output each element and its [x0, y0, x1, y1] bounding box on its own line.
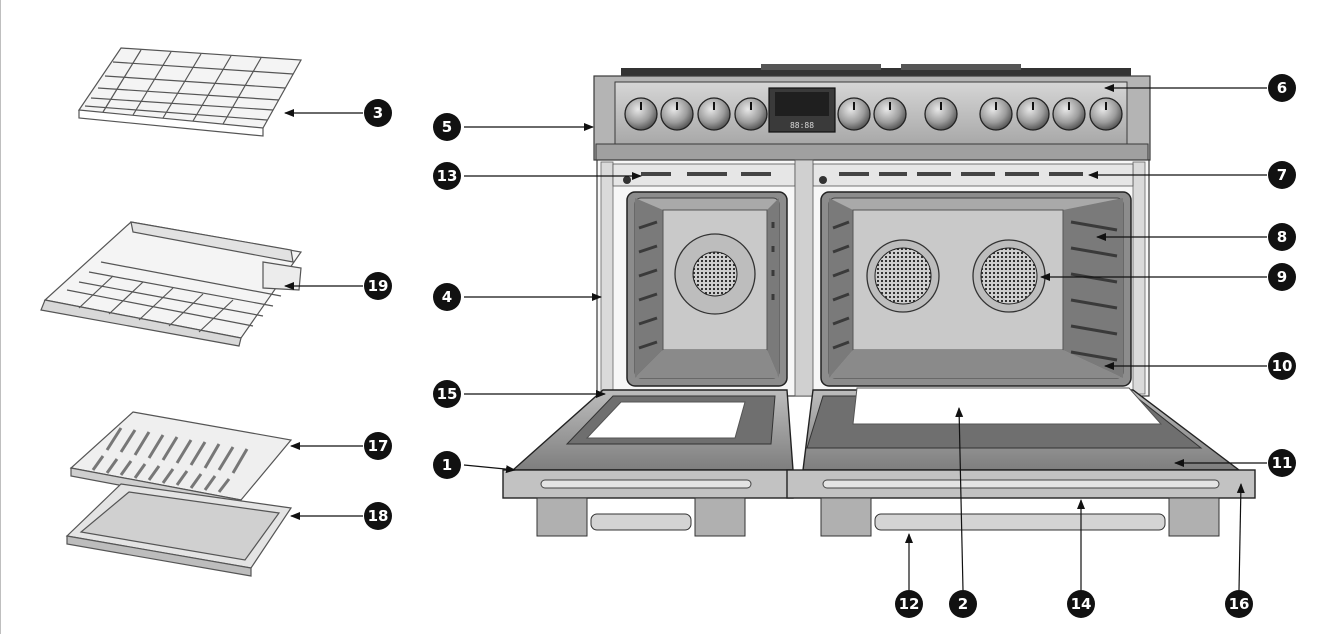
callout-number: 2 [958, 595, 968, 613]
extension-rack [40, 221, 303, 347]
control-knobs [624, 97, 1123, 131]
right-oven-door [786, 387, 1256, 537]
callout-4: 4 [433, 283, 461, 311]
knob-icon [624, 97, 658, 131]
callout-number: 11 [1272, 454, 1293, 472]
callout-14: 14 [1067, 590, 1095, 618]
callout-1: 1 [433, 451, 461, 479]
broil-pan-insert [69, 411, 293, 509]
knob-icon [660, 97, 694, 131]
display-readout: 88:88 [790, 121, 814, 130]
broil-pan [65, 483, 293, 577]
callout-number: 14 [1071, 595, 1092, 613]
leader-2 [955, 407, 964, 591]
callout-16: 16 [1225, 590, 1253, 618]
callout-13: 13 [433, 162, 461, 190]
callout-18: 18 [364, 502, 392, 530]
right-oven-cavity [820, 191, 1132, 387]
knob-icon [1016, 97, 1050, 131]
callout-11: 11 [1268, 449, 1296, 477]
callout-number: 6 [1277, 79, 1287, 97]
knob-icon [873, 97, 907, 131]
callout-number: 16 [1229, 595, 1250, 613]
left-oven-door [502, 389, 794, 537]
knob-icon [697, 97, 731, 131]
callout-3: 3 [364, 99, 392, 127]
knob-icon [734, 97, 768, 131]
callout-number: 15 [437, 385, 458, 403]
left-fan-icon [692, 251, 738, 297]
callout-number: 19 [368, 277, 389, 295]
right-fan-left-icon [874, 247, 932, 305]
control-display: 88:88 [768, 87, 836, 133]
leader-1 [463, 464, 516, 474]
callout-number: 13 [437, 167, 458, 185]
knob-icon [1052, 97, 1086, 131]
callout-10: 10 [1268, 352, 1296, 380]
callout-number: 17 [368, 437, 389, 455]
callout-number: 5 [442, 118, 452, 136]
callout-2: 2 [949, 590, 977, 618]
callout-8: 8 [1268, 223, 1296, 251]
left-oven-cavity [626, 191, 788, 387]
callout-number: 9 [1277, 268, 1287, 286]
cooktop [621, 64, 1131, 76]
callout-number: 8 [1277, 228, 1287, 246]
knob-icon [979, 97, 1013, 131]
callout-number: 18 [368, 507, 389, 525]
callouts: 1 2 3 4 5 6 7 8 9 10 11 12 13 14 15 16 1… [364, 74, 1296, 618]
callout-7: 7 [1268, 161, 1296, 189]
knob-icon [924, 97, 958, 131]
callout-number: 12 [899, 595, 920, 613]
callout-number: 3 [373, 104, 383, 122]
knob-icon [1089, 97, 1123, 131]
callout-6: 6 [1268, 74, 1296, 102]
callout-12: 12 [895, 590, 923, 618]
callout-number: 7 [1277, 166, 1287, 184]
callout-number: 4 [442, 288, 452, 306]
knob-icon [837, 97, 871, 131]
right-fan-right-icon [980, 247, 1038, 305]
leader-lines [284, 84, 1267, 591]
callout-9: 9 [1268, 263, 1296, 291]
callout-15: 15 [433, 380, 461, 408]
callout-19: 19 [364, 272, 392, 300]
wire-rack [77, 47, 302, 137]
callout-number: 1 [442, 456, 452, 474]
leader-16 [1236, 483, 1245, 591]
callout-5: 5 [433, 113, 461, 141]
callout-number: 10 [1272, 357, 1293, 375]
callout-17: 17 [364, 432, 392, 460]
